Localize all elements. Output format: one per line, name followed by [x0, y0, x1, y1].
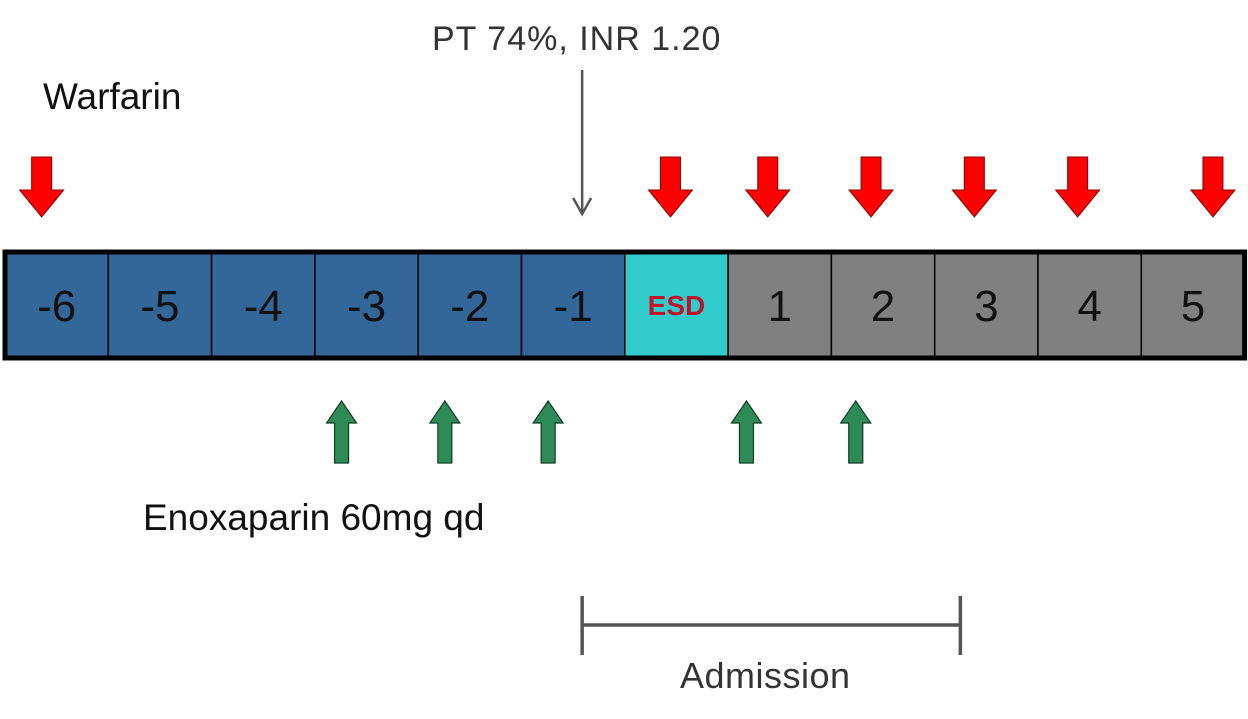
warfarin-down-arrow-icon: [18, 156, 65, 218]
warfarin-arrows: [18, 156, 1237, 218]
warfarin-down-arrow-icon: [1054, 156, 1101, 218]
timeline-outline: [2, 249, 1248, 361]
warfarin-down-arrow-icon: [847, 156, 895, 218]
timeline-cell: 2: [830, 251, 936, 359]
admission-bracket: [580, 596, 963, 655]
day-label: 4: [1077, 282, 1101, 331]
timeline-cell: -1: [520, 251, 626, 359]
enoxaparin-arrows: [325, 399, 872, 464]
enoxaparin-up-arrow-icon: [325, 399, 358, 464]
day-label: -2: [450, 282, 489, 331]
warfarin-down-arrow-icon: [647, 156, 694, 218]
warfarin-down-arrow-icon: [1189, 156, 1237, 218]
timeline-cell: ESD: [624, 251, 729, 359]
day-label: -3: [347, 282, 386, 331]
timeline-cell: -5: [107, 251, 213, 359]
timeline-cell: -3: [314, 251, 419, 359]
esd-cell-label: ESD: [648, 290, 706, 321]
day-label: 3: [974, 282, 998, 331]
warfarin-down-arrow-icon: [951, 156, 998, 218]
warfarin-down-arrow-icon: [744, 156, 791, 218]
timeline-cell: 5: [1140, 251, 1246, 359]
timeline-cell: -6: [4, 251, 110, 359]
lab-pointer: [572, 70, 593, 217]
timeline-cell: 3: [933, 251, 1039, 359]
enoxaparin-label: Enoxaparin 60mg qd: [143, 497, 485, 538]
day-label: 1: [768, 282, 792, 331]
timeline-cell: -2: [417, 251, 523, 359]
lab-result-label: PT 74%, INR 1.20: [432, 20, 722, 58]
timeline-cell: -4: [210, 251, 316, 359]
day-label: -6: [37, 282, 76, 331]
timeline-bar: -6 -5 -4 -3 -2 -1 ESD 1 2 3 4 5: [2, 249, 1248, 361]
timeline-cell: 4: [1037, 251, 1143, 359]
enoxaparin-up-arrow-icon: [730, 399, 763, 464]
pointer-arrow-icon: [572, 197, 593, 217]
day-label: -4: [244, 282, 283, 331]
enoxaparin-up-arrow-icon: [839, 399, 872, 464]
day-label: -5: [140, 282, 179, 331]
warfarin-label: Warfarin: [43, 76, 182, 117]
day-label: 2: [871, 282, 895, 331]
admission-label: Admission: [680, 655, 851, 696]
day-label: 5: [1181, 282, 1205, 331]
enoxaparin-up-arrow-icon: [532, 399, 565, 464]
enoxaparin-up-arrow-icon: [428, 399, 461, 464]
day-label: -1: [554, 282, 593, 331]
timeline-cell: 1: [727, 251, 833, 359]
